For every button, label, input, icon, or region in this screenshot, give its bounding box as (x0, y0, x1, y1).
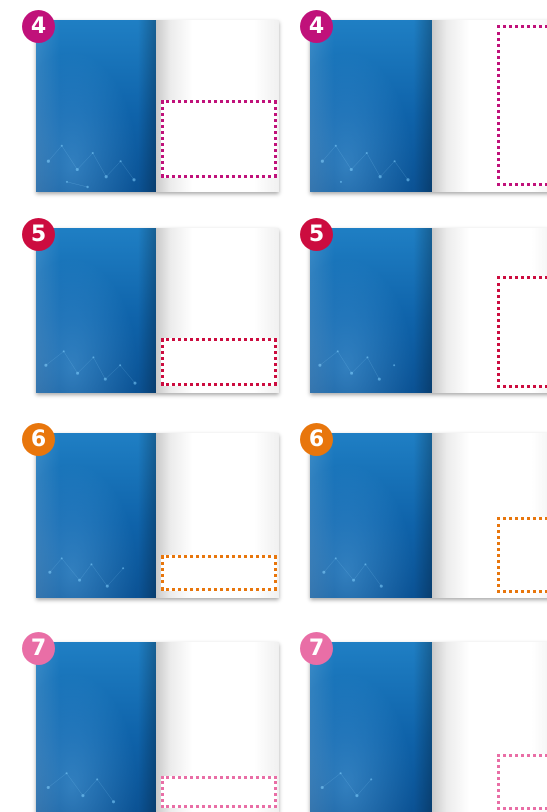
open-book (310, 228, 547, 393)
cover-sheen (36, 20, 156, 192)
right-page (432, 20, 547, 192)
ad-placement-column (497, 754, 547, 810)
blue-cover-page (36, 20, 156, 192)
option-number-badge: 6 (22, 423, 55, 456)
ad-placement-half-page (161, 100, 277, 178)
cover-sheen (310, 642, 432, 812)
right-page (432, 642, 547, 812)
option-number-badge: 4 (300, 10, 333, 43)
open-book (36, 433, 279, 598)
right-page (156, 433, 279, 598)
right-page (432, 228, 547, 393)
right-page (432, 433, 547, 598)
ad-placement-column (497, 517, 547, 593)
open-book (310, 20, 547, 192)
right-page (156, 228, 279, 393)
ad-placement-strip (161, 776, 277, 808)
open-book (36, 642, 279, 812)
cover-sheen (36, 228, 156, 393)
cover-sheen (36, 642, 156, 812)
cover-sheen (36, 433, 156, 598)
cover-sheen (310, 433, 432, 598)
open-book (310, 433, 547, 598)
ad-placement-strip (161, 338, 277, 386)
blue-cover-page (36, 228, 156, 393)
ad-placement-column (497, 276, 547, 388)
blue-cover-page (36, 642, 156, 812)
option-number-badge: 7 (22, 632, 55, 665)
option-number-badge: 5 (300, 218, 333, 251)
blue-cover-page (310, 433, 432, 598)
blue-cover-page (310, 20, 432, 192)
right-page (156, 20, 279, 192)
open-book (36, 20, 279, 192)
blue-cover-page (36, 433, 156, 598)
blue-cover-page (310, 228, 432, 393)
option-number-badge: 6 (300, 423, 333, 456)
open-book (310, 642, 547, 812)
option-number-badge: 4 (22, 10, 55, 43)
right-page (156, 642, 279, 812)
cover-sheen (310, 228, 432, 393)
blue-cover-page (310, 642, 432, 812)
ad-placement-full-column (497, 25, 547, 186)
cover-sheen (310, 20, 432, 192)
open-book (36, 228, 279, 393)
option-number-badge: 7 (300, 632, 333, 665)
ad-placement-strip (161, 555, 277, 591)
option-number-badge: 5 (22, 218, 55, 251)
